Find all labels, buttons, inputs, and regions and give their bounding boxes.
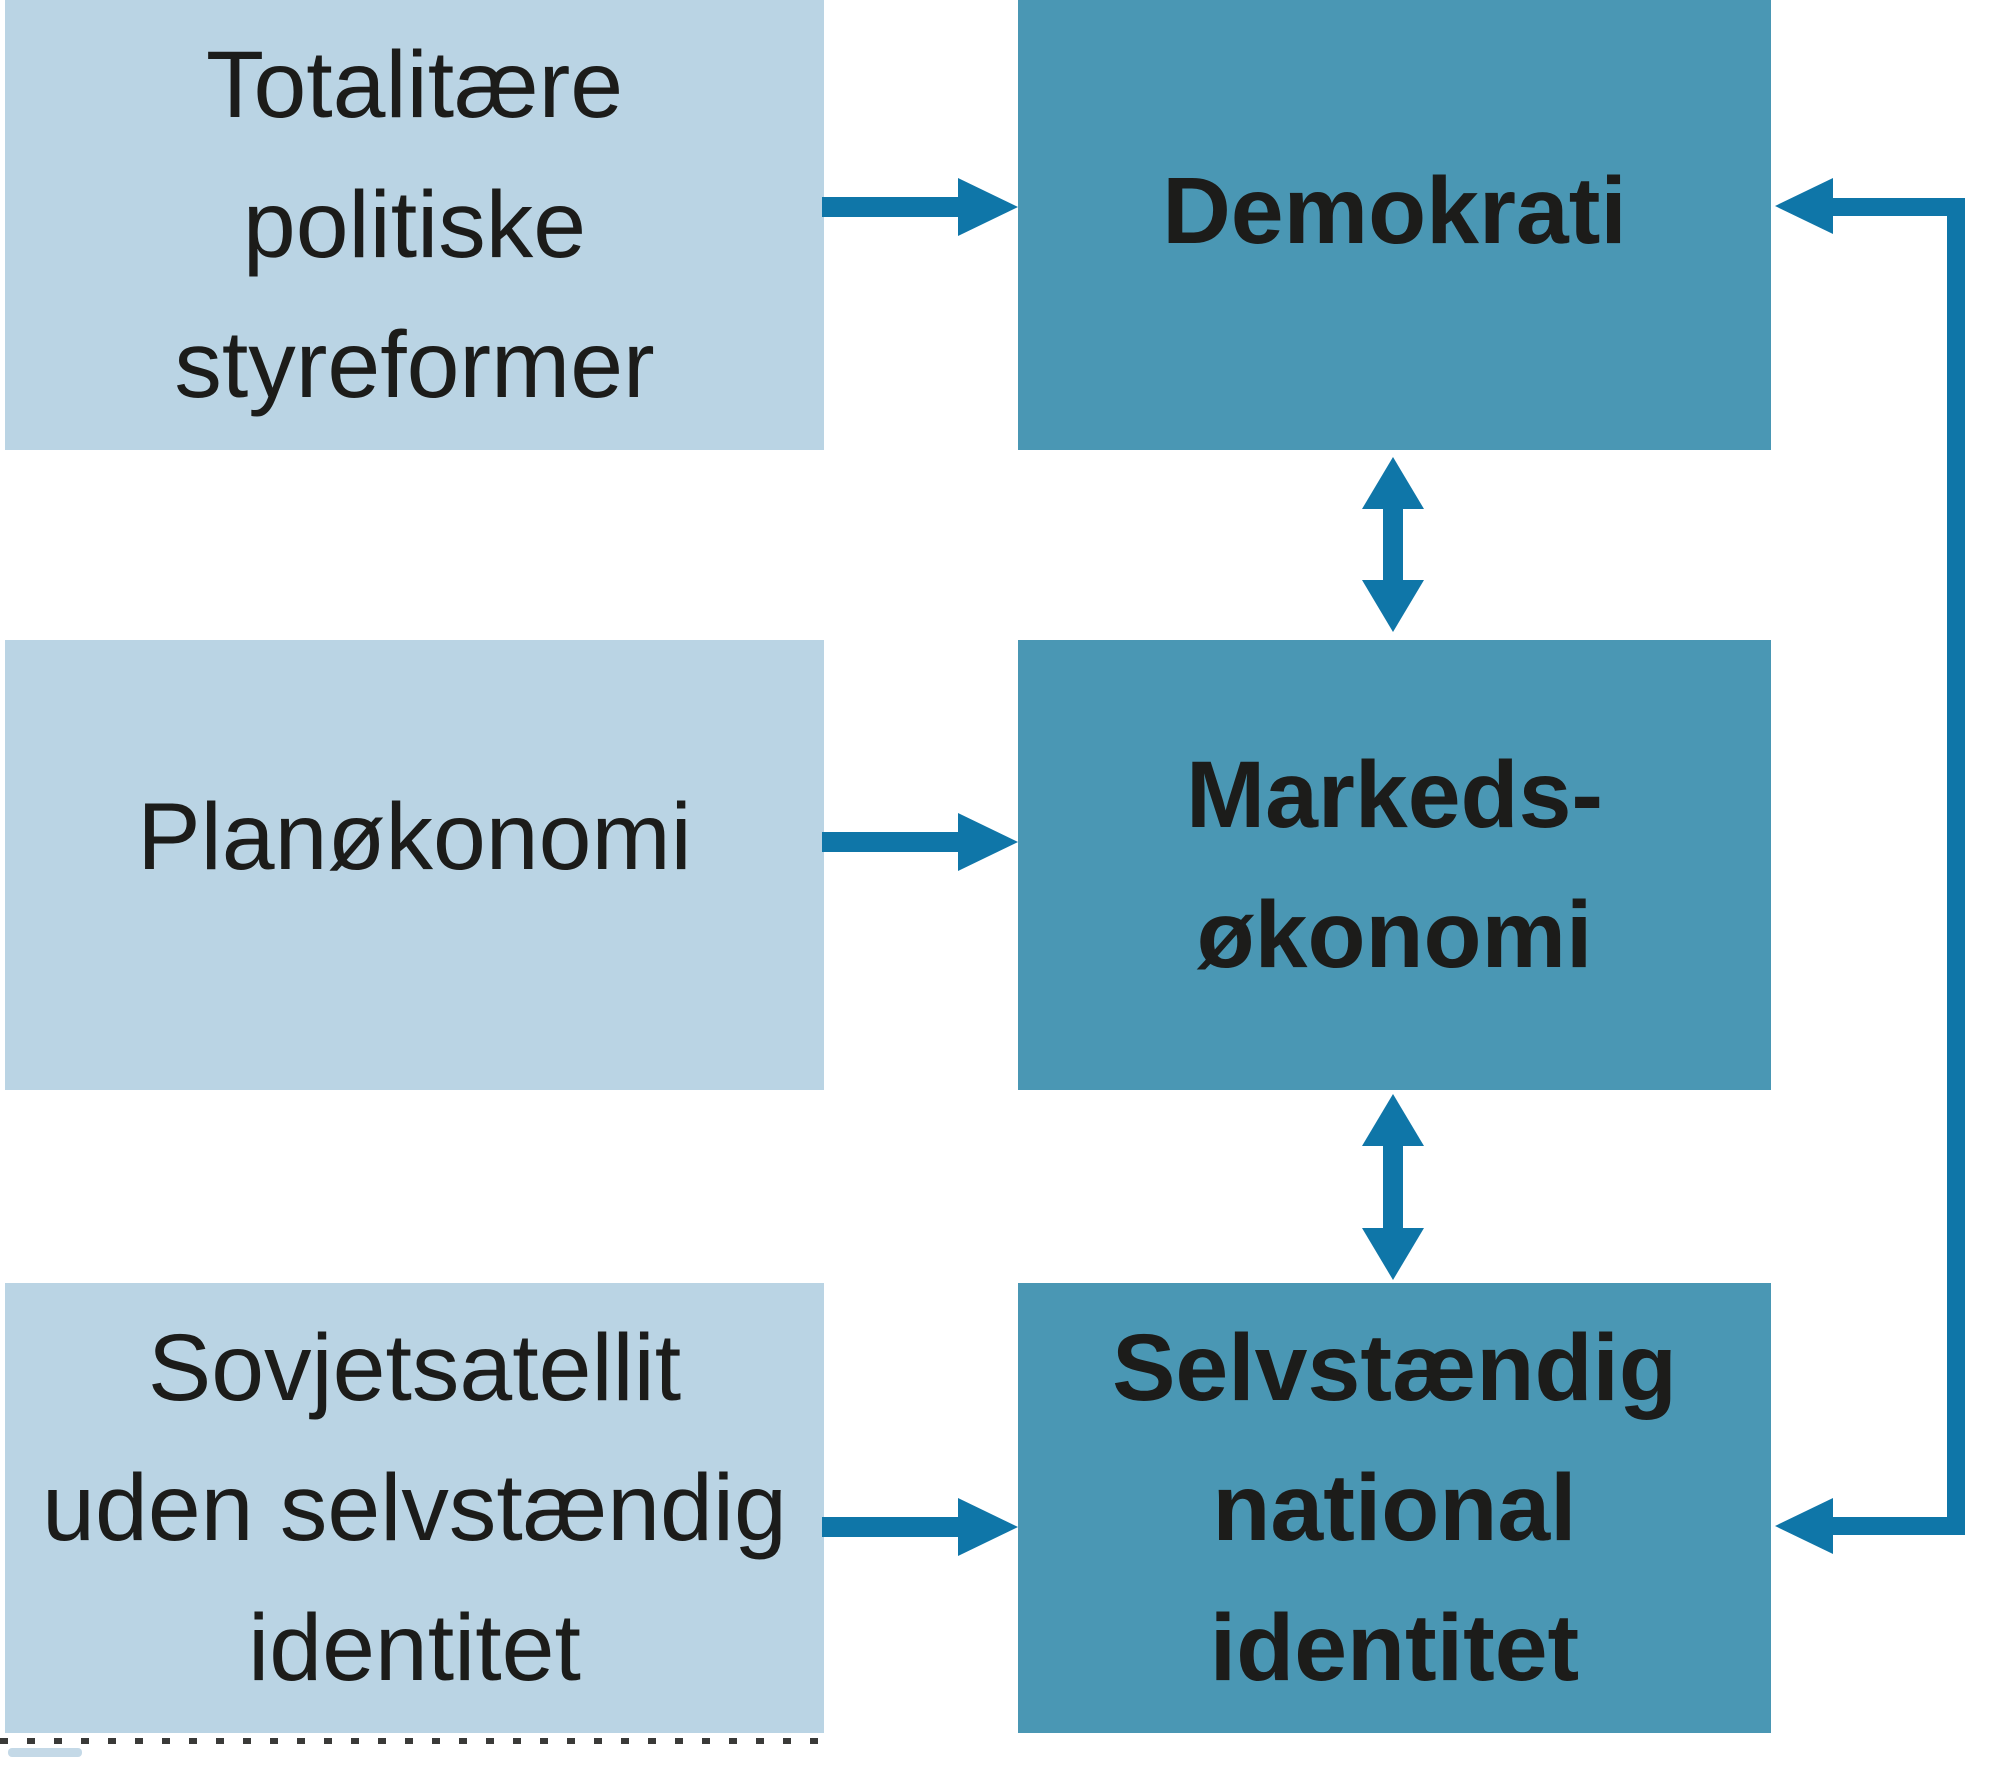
- arrow-shaft: [1383, 505, 1403, 584]
- box-markedsoekonomi-label: Markeds- økonomi: [1185, 742, 1604, 988]
- box-totalitaere-styreformer-label: Totalitære politiske styreformer: [174, 32, 655, 418]
- box-planoekonomi: Planøkonomi: [5, 640, 824, 1090]
- arrow-head-right-icon: [958, 813, 1018, 871]
- arrow-sovjetsatellit-to-identitet-icon: [822, 1498, 1018, 1556]
- arrow-planoekonomi-to-markedsoekonomi-icon: [822, 813, 1018, 871]
- arrow-head-right-icon: [958, 1498, 1018, 1556]
- box-sovjetsatellit: Sovjetsatellit uden selvstændig identite…: [5, 1283, 824, 1733]
- box-markedsoekonomi: Markeds- økonomi: [1018, 640, 1771, 1090]
- feedback-bracket-demokrati-identitet-icon: [1775, 178, 1965, 1555]
- bracket-vertical-line: [1947, 198, 1965, 1535]
- arrow-head-left-icon: [1775, 178, 1833, 234]
- arrow-shaft: [822, 832, 962, 852]
- arrow-head-left-icon: [1775, 1498, 1833, 1554]
- double-arrow-demokrati-markedsoekonomi-icon: [1362, 457, 1424, 632]
- cropped-dashed-rule: [0, 1738, 830, 1744]
- bracket-top-arm: [1831, 198, 1965, 216]
- cropped-caption-remnant: [8, 1748, 82, 1757]
- arrow-head-up-icon: [1362, 1094, 1424, 1146]
- arrow-shaft: [822, 197, 962, 217]
- double-arrow-markedsoekonomi-identitet-icon: [1362, 1094, 1424, 1280]
- bracket-bottom-arm: [1831, 1517, 1965, 1535]
- arrow-head-down-icon: [1362, 1228, 1424, 1280]
- box-selvstaendig-identitet: Selvstændig national identitet: [1018, 1283, 1771, 1733]
- arrow-shaft: [822, 1517, 962, 1537]
- box-totalitaere-styreformer: Totalitære politiske styreformer: [5, 0, 824, 450]
- arrow-head-up-icon: [1362, 457, 1424, 509]
- box-sovjetsatellit-label: Sovjetsatellit uden selvstændig identite…: [42, 1315, 787, 1701]
- arrow-shaft: [1383, 1142, 1403, 1232]
- box-planoekonomi-label: Planøkonomi: [137, 784, 692, 890]
- box-demokrati-label: Demokrati: [1162, 158, 1627, 264]
- arrow-head-down-icon: [1362, 580, 1424, 632]
- arrow-totalitaere-to-demokrati-icon: [822, 178, 1018, 236]
- box-demokrati: Demokrati: [1018, 0, 1771, 450]
- arrow-head-right-icon: [958, 178, 1018, 236]
- box-selvstaendig-identitet-label: Selvstændig national identitet: [1112, 1315, 1677, 1701]
